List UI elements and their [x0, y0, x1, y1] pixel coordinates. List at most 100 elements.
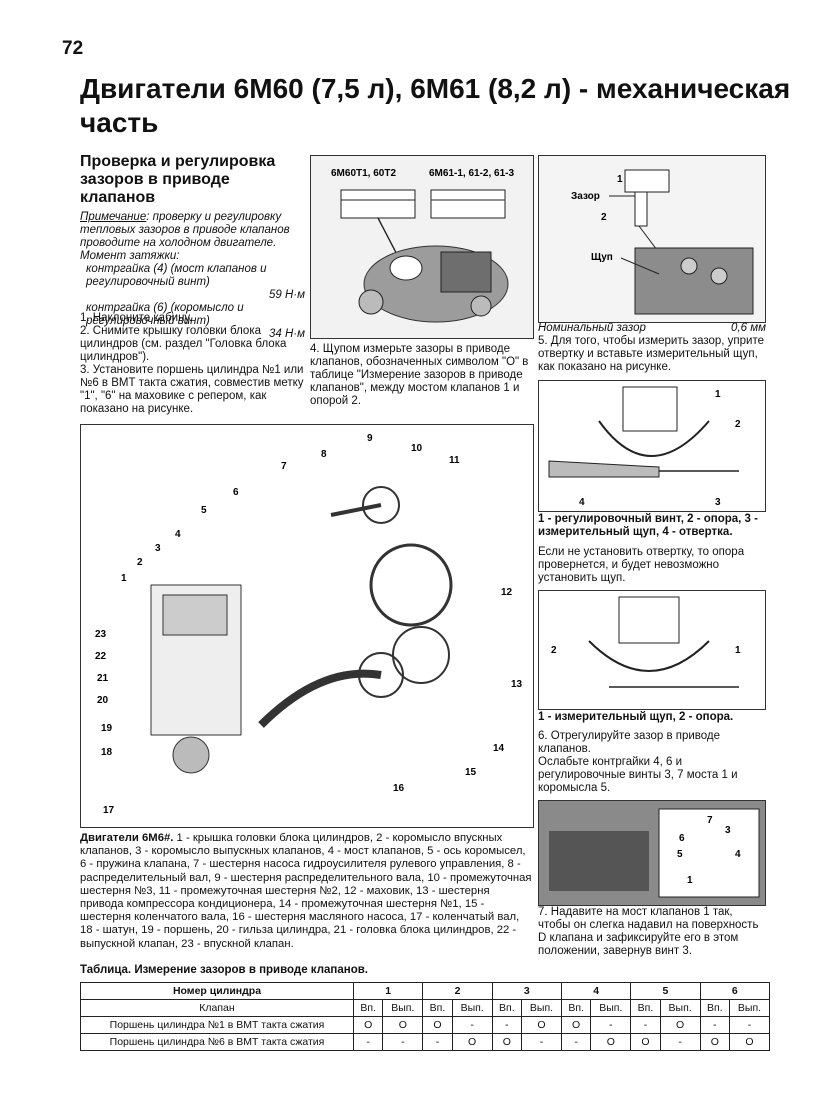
valve-gap-figure: Зазор 1 2 Щуп	[538, 155, 766, 323]
table-row: Поршень цилиндра №6 в ВМТ такта сжатия--…	[80, 1033, 771, 1051]
valve-type: Вып.	[590, 999, 632, 1017]
step-4: 4. Щупом измерьте зазоры в приводе клапа…	[310, 343, 529, 407]
valve-type: Вып.	[520, 999, 562, 1017]
valve-type: Вып.	[728, 999, 771, 1017]
rocker-drawing: 6 7 3 5 4 1	[539, 801, 765, 905]
table-cell: O	[382, 1016, 424, 1034]
svg-text:3: 3	[715, 497, 721, 508]
valve-type: Вп.	[560, 999, 592, 1017]
torque-list: контргайка (4) (мост клапанов и регулиро…	[80, 263, 305, 341]
engine-callout: 2	[137, 557, 143, 568]
table-cell: -	[699, 1016, 730, 1034]
table-cell: -	[728, 1016, 771, 1034]
svg-text:1: 1	[715, 389, 721, 400]
step-6-block: 6. Отрегулируйте зазор в приводе клапано…	[538, 730, 766, 795]
gap-callout-1: 1	[617, 174, 623, 185]
cylinder-number: 2	[422, 982, 493, 1000]
table-cell: -	[491, 1016, 522, 1034]
note: Примечание: проверку и регулировку тепло…	[80, 211, 305, 250]
step-3: 3. Установите поршень цилиндра №1 или №6…	[80, 364, 304, 415]
step-7: 7. Надавите на мост клапанов 1 так, чтоб…	[538, 906, 759, 957]
row-label: Поршень цилиндра №1 в ВМТ такта сжатия	[80, 1016, 354, 1034]
figure-a-caption: 1 - регулировочный винт, 2 - опора, 3 - …	[538, 513, 758, 538]
table-title: Таблица. Измерение зазоров в приводе кла…	[80, 964, 368, 976]
valve-type: Вп.	[422, 999, 453, 1017]
cylinder-number: 6	[699, 982, 771, 1000]
note-label: Примечание	[80, 211, 147, 223]
table-cell: -	[520, 1033, 562, 1051]
rocker-figure: 6 7 3 5 4 1	[538, 800, 766, 906]
cylinder-header: Номер цилиндра	[80, 982, 354, 1000]
valve-type: Вп.	[699, 999, 730, 1017]
table-cell: -	[382, 1033, 424, 1051]
engine-callout: 12	[501, 587, 513, 598]
note-text: : проверку и регулировку тепловых зазоро…	[80, 211, 290, 249]
valve-type: Вп.	[491, 999, 522, 1017]
table-cell: -	[422, 1033, 453, 1051]
svg-text:6: 6	[679, 833, 685, 844]
engine-callout: 19	[101, 723, 113, 734]
flywheel-drawing: 6M60T1, 60T2 6M61-1, 61-2, 61-3	[311, 156, 533, 338]
svg-text:2: 2	[551, 645, 557, 656]
nominal-value: 0,6 мм	[731, 322, 766, 334]
engine-callout: 16	[393, 783, 405, 794]
table-cell: O	[451, 1033, 493, 1051]
torque-item: контргайка (4) (мост клапанов и регулиро…	[86, 263, 305, 289]
note-block: Примечание: проверку и регулировку тепло…	[80, 211, 305, 341]
engine-callout: 6	[233, 487, 239, 498]
feeler-b-drawing: 2 1	[539, 591, 765, 709]
table-cell: O	[560, 1016, 592, 1034]
section-heading: Проверка и регулировка зазоров в приводе…	[80, 153, 276, 206]
svg-text:5: 5	[677, 849, 683, 860]
engine-callout: 21	[97, 673, 109, 684]
engine-callout: 23	[95, 629, 107, 640]
table-cell: -	[451, 1016, 493, 1034]
svg-text:1: 1	[735, 645, 741, 656]
table-cell: -	[630, 1016, 661, 1034]
row-label: Поршень цилиндра №6 в ВМТ такта сжатия	[80, 1033, 354, 1051]
engine-callout: 18	[101, 747, 113, 758]
valve-type: Вып.	[451, 999, 493, 1017]
engine-callout: 10	[411, 443, 423, 454]
engine-callout: 4	[175, 529, 181, 540]
engine-callout: 20	[97, 695, 109, 706]
warning-text: Если не установить отвертку, то опора пр…	[538, 546, 745, 584]
steps-left: 1. Наклоните кабину. 2. Снимите крышку г…	[80, 312, 308, 416]
step-6-text: Ослабьте контргайки 4, 6 и регулировочны…	[538, 756, 738, 794]
table-cell: O	[422, 1016, 453, 1034]
engine-callout: 8	[321, 449, 327, 460]
engine-callout: 9	[367, 433, 373, 444]
engine-callout: 5	[201, 505, 207, 516]
cylinder-number: 5	[630, 982, 701, 1000]
table-cell: O	[728, 1033, 771, 1051]
feeler-figure-b: 2 1	[538, 590, 766, 710]
gap-callout-2: 2	[601, 212, 607, 223]
table-cell: O	[630, 1033, 661, 1051]
step-6: 6. Отрегулируйте зазор в приводе клапано…	[538, 730, 721, 755]
feeler-label: Щуп	[591, 252, 613, 263]
engine-callout: 17	[103, 805, 115, 816]
page-number: 72	[62, 38, 84, 59]
gap-label: Зазор	[571, 191, 600, 202]
table-cell: -	[352, 1033, 384, 1051]
engine-caption-bold: Двигатели 6M6#.	[80, 832, 174, 844]
svg-text:1: 1	[687, 875, 693, 886]
table-valve-row: Клапан Вп.Вып.Вп.Вып.Вп.Вып.Вп.Вып.Вп.Вы…	[80, 999, 771, 1017]
valve-header: Клапан	[80, 999, 354, 1017]
torque-label: контргайка (4) (мост клапанов и регулиро…	[86, 263, 267, 288]
valve-type: Вып.	[382, 999, 424, 1017]
torque-heading: Момент затяжки:	[80, 250, 180, 262]
engine-callout: 7	[281, 461, 287, 472]
table-cell: -	[560, 1033, 592, 1051]
engine-callout: 15	[465, 767, 477, 778]
svg-text:4: 4	[735, 849, 741, 860]
figure-b-caption: 1 - измерительный щуп, 2 - опора.	[538, 711, 734, 723]
step-2: 2. Снимите крышку головки блока цилиндро…	[80, 325, 287, 363]
svg-text:7: 7	[707, 815, 713, 826]
